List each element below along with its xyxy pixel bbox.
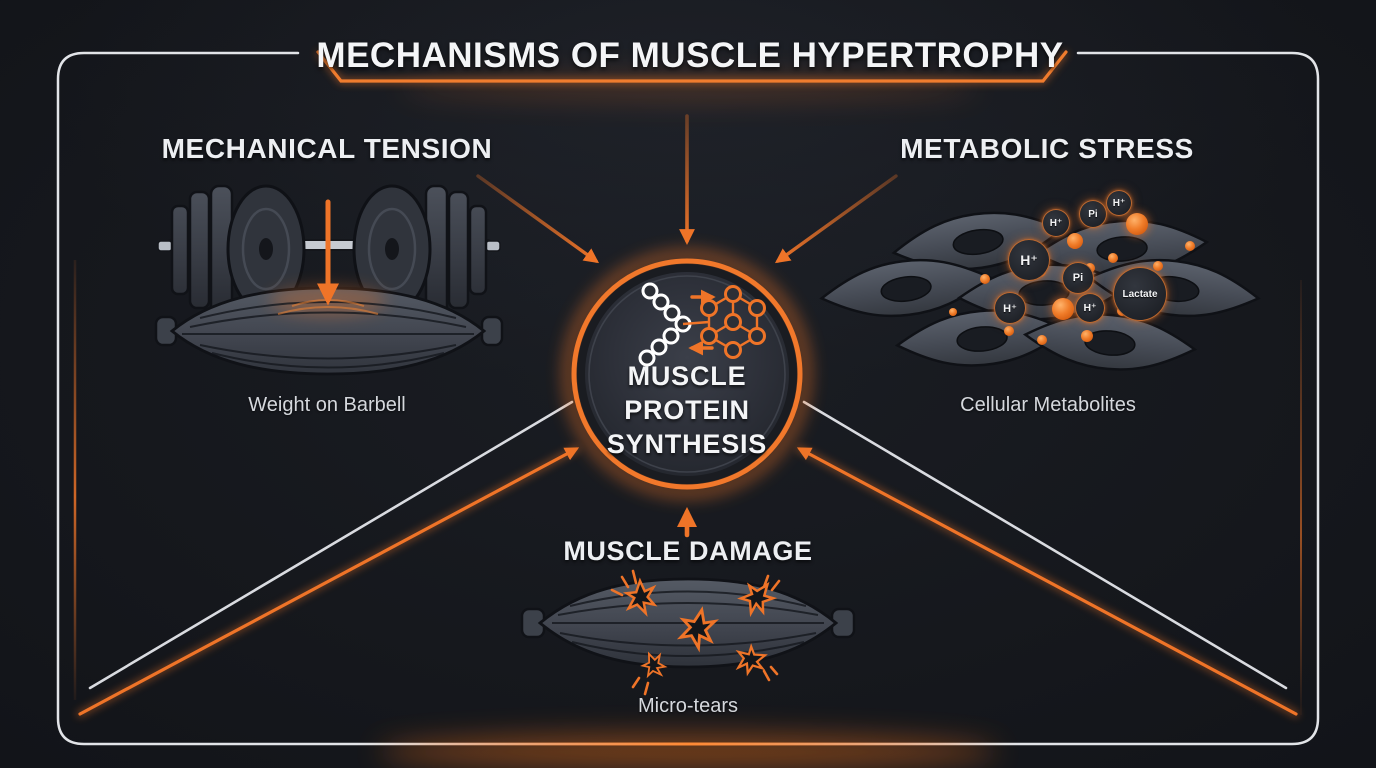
protein-synthesis-icon xyxy=(638,282,766,367)
center-label-line-1: MUSCLE xyxy=(627,361,747,391)
muscle-cells-illustration xyxy=(817,201,1263,378)
section-heading-muscle-damage: MUSCLE DAMAGE xyxy=(563,536,813,566)
arrow-mechanical-tension xyxy=(476,174,600,264)
arrow-bottom-right-orange xyxy=(796,447,1298,716)
tear-spark-lines xyxy=(610,569,781,696)
center-node-label: MUSCLE PROTEIN SYNTHESIS xyxy=(537,359,837,461)
metabolite-chip: Lactate xyxy=(1113,267,1167,321)
metabolite-chip: Pi xyxy=(1062,262,1094,294)
damaged-muscle-illustration xyxy=(520,569,856,696)
muscle-under-barbell xyxy=(154,199,504,376)
metabolite-dots xyxy=(949,211,1195,345)
metabolite-chip: H⁺ xyxy=(1075,293,1105,323)
arrow-bottom-left-orange xyxy=(78,447,580,716)
line-bottom-right-white xyxy=(802,400,1288,690)
arrow-metabolic-stress xyxy=(774,174,898,264)
bottom-edge-glow xyxy=(378,734,998,768)
metabolite-chip: H⁺ xyxy=(1106,190,1132,216)
metabolite-chip: Pi xyxy=(1079,200,1107,228)
caption-micro-tears: Micro-tears xyxy=(637,695,739,717)
caption-weight-on-barbell: Weight on Barbell xyxy=(248,394,406,416)
center-label-line-3: SYNTHESIS xyxy=(606,429,768,459)
center-label-line-2: PROTEIN xyxy=(624,395,750,425)
metabolite-chip: H⁺ xyxy=(1042,209,1070,237)
page-title: MECHANISMS OF MUSCLE HYPERTROPHY xyxy=(316,36,1064,75)
section-heading-mechanical-tension: MECHANICAL TENSION xyxy=(161,133,493,164)
line-bottom-left-white xyxy=(88,400,574,690)
section-heading-metabolic-stress: METABOLIC STRESS xyxy=(900,133,1194,164)
metabolite-chip: H⁺ xyxy=(994,292,1026,324)
caption-cellular-metabolites: Cellular Metabolites xyxy=(960,394,1136,416)
title-underline-bracket xyxy=(316,50,1068,100)
metabolite-chip: H⁺ xyxy=(1008,239,1050,281)
